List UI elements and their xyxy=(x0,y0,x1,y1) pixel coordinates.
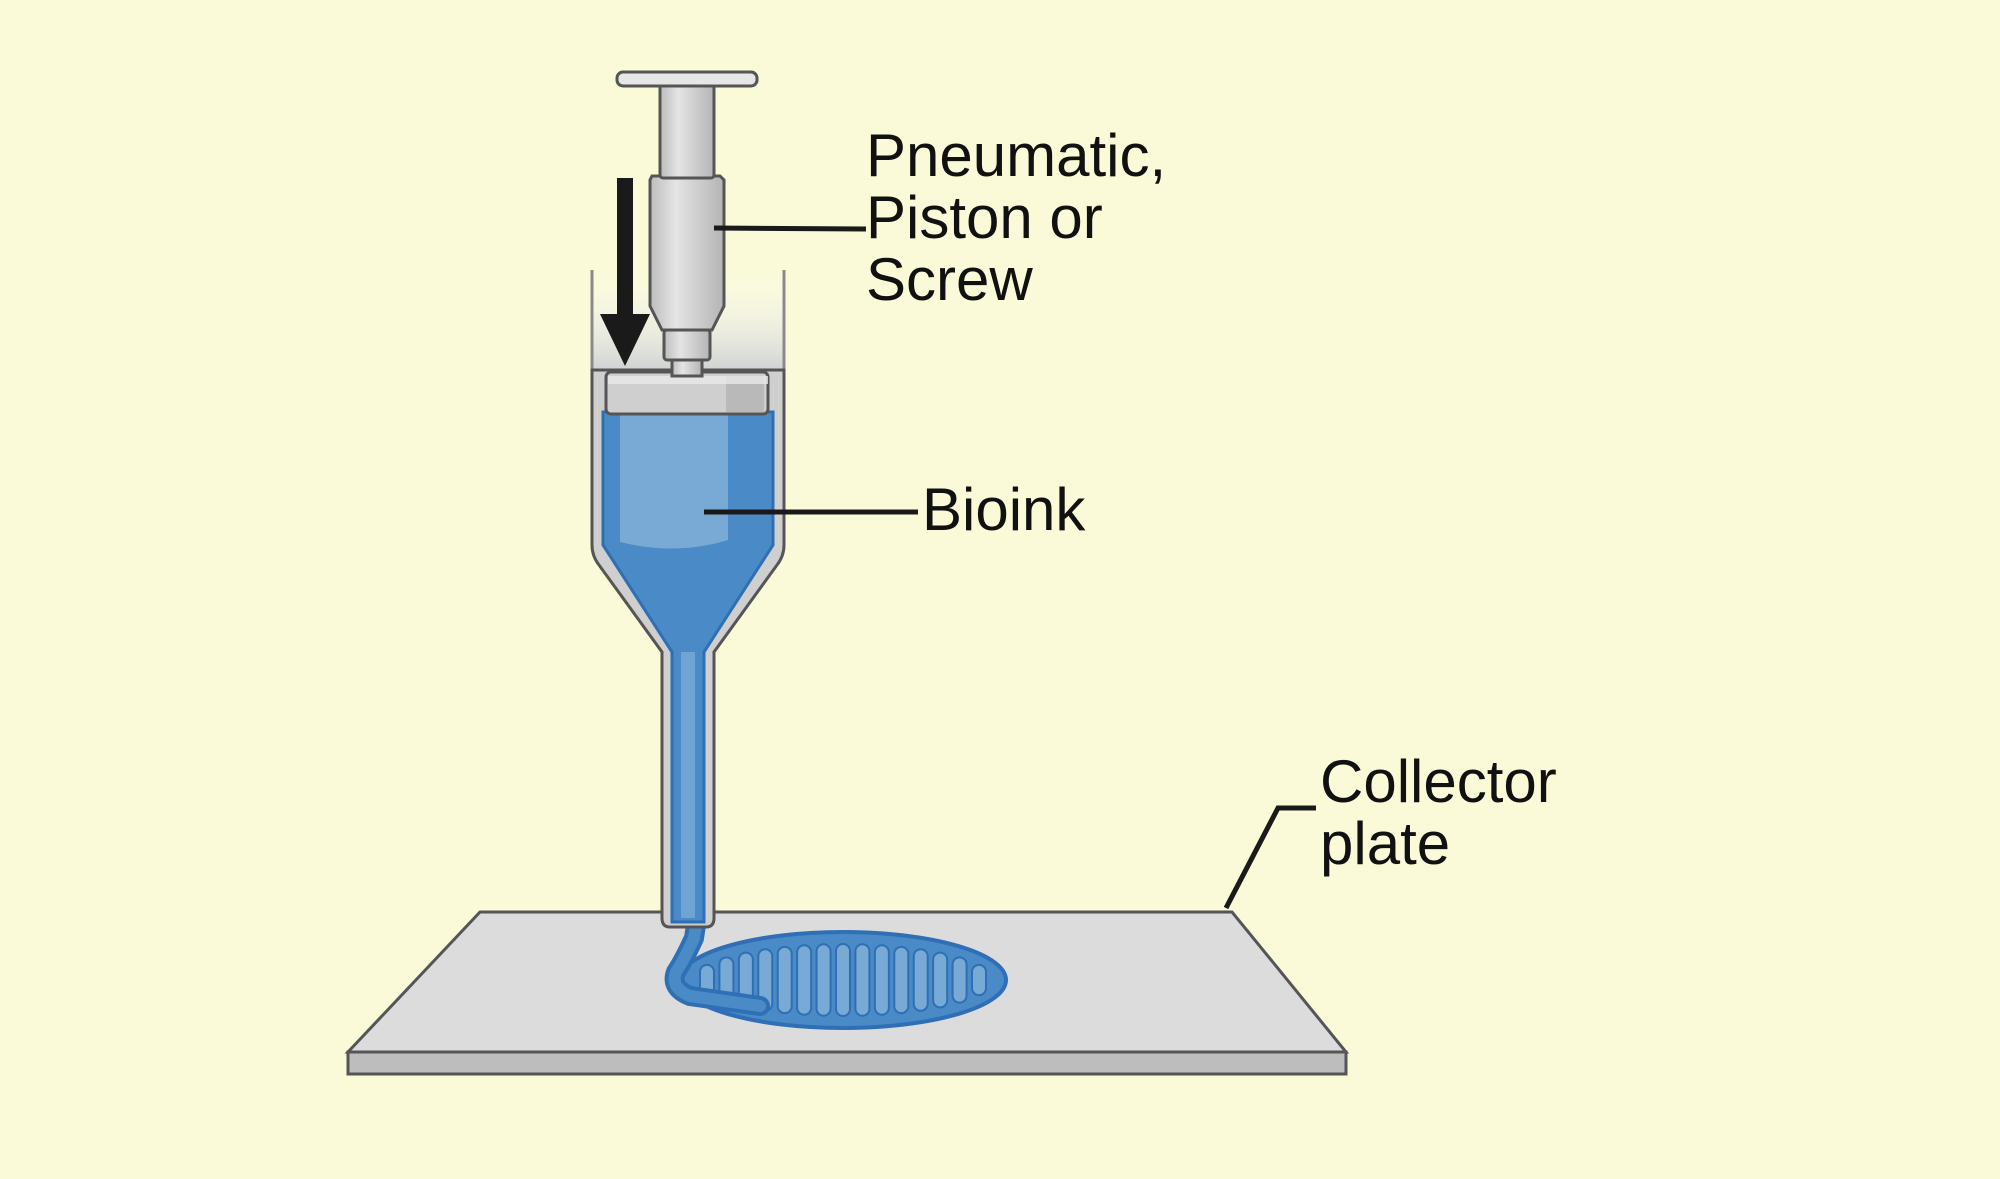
printed-strand xyxy=(835,943,851,1017)
printed-strand xyxy=(854,943,871,1017)
down-arrow-icon xyxy=(600,178,650,366)
collector-plate-edge xyxy=(346,1050,1348,1076)
mechanism-label: Pneumatic, Piston or Screw xyxy=(866,122,1183,313)
printed-strand xyxy=(873,944,890,1016)
nozzle-highlight xyxy=(681,652,695,918)
mechanism-label-line-3: Screw xyxy=(866,246,1033,313)
printed-strand xyxy=(932,951,949,1009)
collector-label: Collector plate xyxy=(1320,748,1573,877)
plunger-mechanism xyxy=(615,70,759,378)
mechanism-label-line-1: Pneumatic, xyxy=(866,122,1166,189)
collector-leader xyxy=(1223,805,1316,910)
printed-strand xyxy=(893,945,910,1015)
piston-head xyxy=(604,370,770,416)
printed-strand xyxy=(796,944,813,1016)
printed-strand xyxy=(971,963,987,997)
printed-strand xyxy=(815,943,832,1017)
collector-label-line-1: Collector xyxy=(1320,748,1557,815)
plunger-thumb-press xyxy=(615,70,759,88)
plunger-neck xyxy=(662,328,712,362)
printed-strand xyxy=(776,945,793,1015)
collector-label-line-2: plate xyxy=(1320,810,1450,877)
bioink-highlight xyxy=(620,414,728,549)
mechanism-label-line-2: Piston or xyxy=(866,184,1103,251)
mechanism-leader xyxy=(713,225,867,232)
printed-strand xyxy=(912,948,929,1012)
extruded-filament-core xyxy=(668,919,766,1012)
syringe-barrel xyxy=(648,174,726,332)
printed-strand xyxy=(951,956,968,1004)
bioink-label: Bioink xyxy=(922,476,1086,543)
printed-bioink-pattern xyxy=(664,915,1008,1030)
leader-lines xyxy=(704,225,1316,910)
plunger-rod xyxy=(658,80,716,180)
printed-strands xyxy=(699,943,987,1017)
